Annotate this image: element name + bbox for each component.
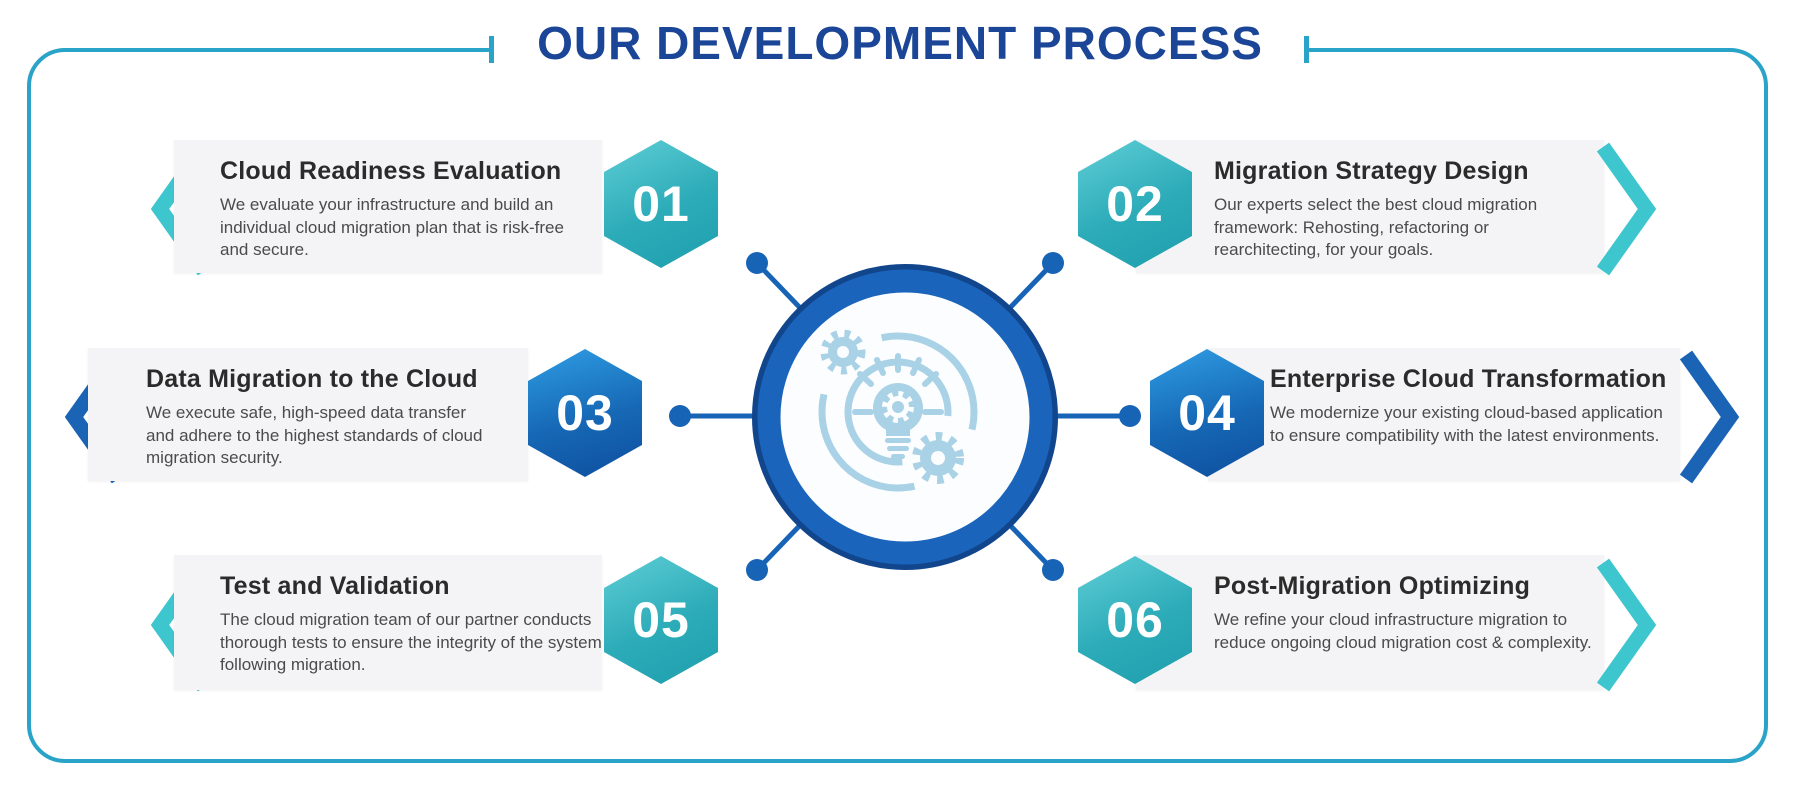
step-number-hexagon: 04 [1150,349,1264,477]
title-left-tick [489,36,494,63]
lightbulb-gears-icon [818,329,978,492]
step-description: Our experts select the best cloud migrat… [1214,195,1538,260]
step-title: Cloud Readiness Evaluation [220,157,562,185]
connector-lines [680,261,1130,572]
step-card: Enterprise Cloud Transformation We moder… [1208,348,1680,481]
step-description: We execute safe, high-speed data transfe… [146,403,483,468]
connector-dots [669,252,1141,581]
bulb-rays [852,353,944,415]
step-title: Post-Migration Optimizing [1214,572,1531,600]
step-description: We evaluate your infrastructure and buil… [220,195,564,260]
step-title: Migration Strategy Design [1214,157,1529,185]
step-description: We refine your cloud infrastructure migr… [1214,610,1592,652]
chevron-right-icon [1680,350,1740,484]
step-number-hexagon: 03 [528,349,642,477]
step-number: 06 [1106,592,1164,648]
step-card: Post-Migration Optimizing We refine your… [1136,555,1604,690]
chevron-right-icon [1597,558,1657,692]
step-number: 05 [632,592,690,648]
lightbulb-icon [873,383,923,459]
step-title: Enterprise Cloud Transformation [1270,365,1667,393]
step-number: 02 [1106,176,1164,232]
step-card: Data Migration to the Cloud We execute s… [88,348,528,481]
title-right-tick [1304,36,1309,63]
step-number: 03 [556,385,614,441]
step-card: Cloud Readiness Evaluation We evaluate y… [174,140,602,273]
step-card: Test and Validation The cloud migration … [174,555,602,690]
gear-top-left-icon [820,329,866,375]
chevron-right-icon [1597,142,1657,276]
step-card: Migration Strategy Design Our experts se… [1136,140,1604,273]
title-mask [492,24,1306,72]
step-description: We modernize your existing cloud-based a… [1270,403,1663,445]
step-number: 01 [632,176,690,232]
page-title: OUR DEVELOPMENT PROCESS [537,17,1263,69]
gear-bottom-right-icon [912,432,964,484]
step-title: Data Migration to the Cloud [146,365,478,393]
step-description: The cloud migration team of our partner … [220,610,602,675]
step-title: Test and Validation [220,572,450,600]
step-number: 04 [1178,385,1236,441]
